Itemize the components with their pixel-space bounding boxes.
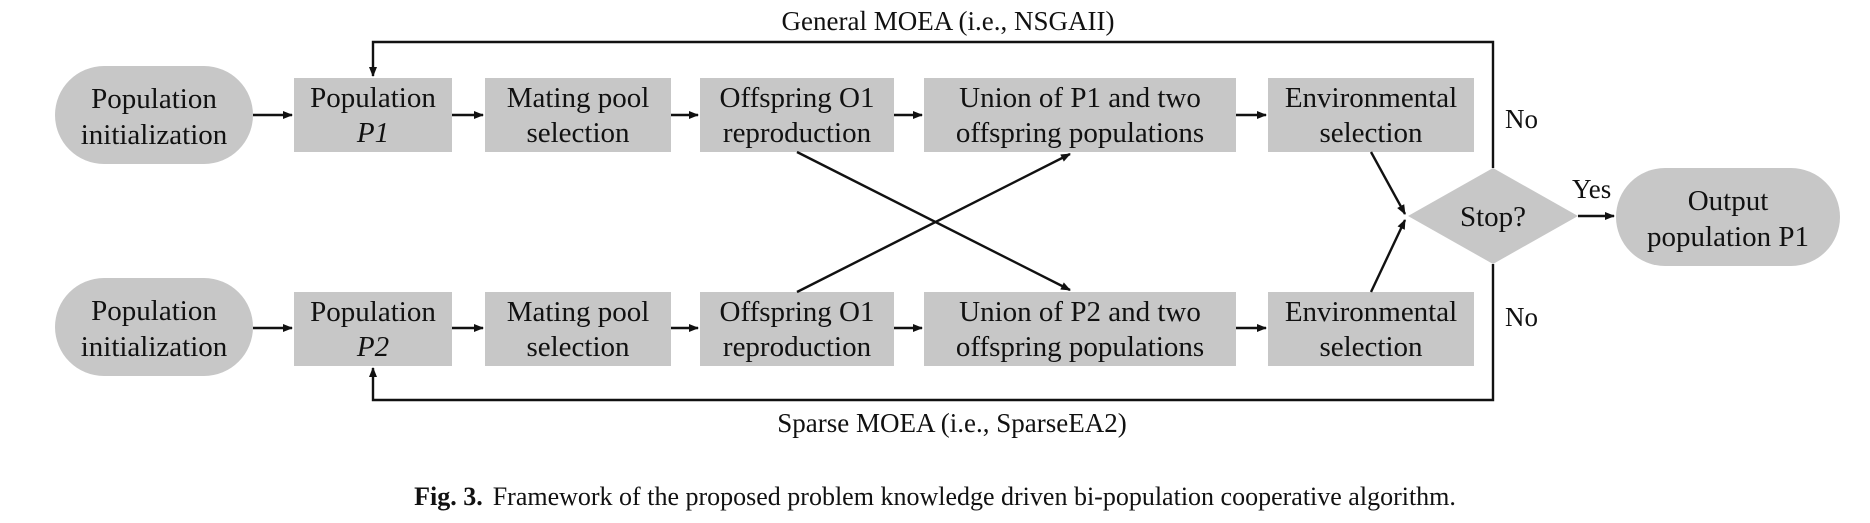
bottom-population-p2-node: Population P2 bbox=[294, 292, 452, 366]
bottom-offspring-node: Offspring O1 reproduction bbox=[700, 292, 894, 366]
yes-label: Yes bbox=[1572, 174, 1611, 204]
bottom-init-line1: Population bbox=[91, 295, 217, 327]
bottom-offspring-line2: reproduction bbox=[723, 331, 872, 363]
caption-label: Fig. 3. bbox=[414, 482, 483, 511]
top-mating-node: Mating pool selection bbox=[485, 78, 671, 152]
stop-label: Stop? bbox=[1460, 201, 1526, 233]
top-offspring-line2: reproduction bbox=[723, 117, 872, 149]
arrow-bottom-env-to-stop bbox=[1369, 219, 1407, 293]
stop-decision-node: Stop? bbox=[1408, 168, 1578, 264]
top-init-line2: initialization bbox=[81, 119, 228, 151]
figure-caption: Fig. 3. Framework of the proposed problem… bbox=[0, 482, 1870, 512]
bottom-mating-line2: selection bbox=[526, 331, 630, 363]
bottom-union-node: Union of P2 and two offspring population… bbox=[924, 292, 1236, 366]
caption-text: Framework of the proposed problem knowle… bbox=[492, 482, 1456, 511]
bottom-offspring-line1: Offspring O1 bbox=[720, 296, 875, 328]
bottom-population-line1: Population bbox=[310, 296, 436, 328]
no-top-label: No bbox=[1505, 104, 1538, 134]
top-init-node: Population initialization bbox=[55, 66, 253, 164]
top-union-line2: offspring populations bbox=[956, 117, 1204, 149]
arrow-top-loop-back bbox=[369, 40, 1495, 168]
top-mating-line1: Mating pool bbox=[507, 82, 650, 114]
top-loop-label: General MOEA (i.e., NSGAII) bbox=[782, 6, 1115, 36]
top-population-p1-node: Population P1 bbox=[294, 78, 452, 152]
top-population-line2: P1 bbox=[356, 117, 389, 149]
top-env-node: Environmental selection bbox=[1268, 78, 1474, 152]
bottom-mating-line1: Mating pool bbox=[507, 296, 650, 328]
bottom-population-line2: P2 bbox=[356, 331, 389, 363]
bottom-loop-label: Sparse MOEA (i.e., SparseEA2) bbox=[777, 408, 1126, 438]
arrow-bottom-loop-back bbox=[369, 264, 1495, 402]
top-env-line2: selection bbox=[1319, 117, 1423, 149]
no-bottom-label: No bbox=[1505, 302, 1538, 332]
top-mating-line2: selection bbox=[526, 117, 630, 149]
bottom-mating-node: Mating pool selection bbox=[485, 292, 671, 366]
top-offspring-line1: Offspring O1 bbox=[720, 82, 875, 114]
top-env-line1: Environmental bbox=[1285, 82, 1457, 114]
bottom-env-line1: Environmental bbox=[1285, 296, 1457, 328]
output-node: Output population P1 bbox=[1616, 168, 1840, 266]
top-union-node: Union of P1 and two offspring population… bbox=[924, 78, 1236, 152]
top-init-line1: Population bbox=[91, 83, 217, 115]
bottom-init-node: Population initialization bbox=[55, 278, 253, 376]
arrow-top-env-to-stop bbox=[1369, 151, 1407, 215]
arrow-bottom-offspring-to-top-union bbox=[796, 152, 1071, 294]
bottom-env-line2: selection bbox=[1319, 331, 1423, 363]
top-population-line1: Population bbox=[310, 82, 436, 114]
output-line1: Output bbox=[1688, 185, 1769, 217]
bottom-env-node: Environmental selection bbox=[1268, 292, 1474, 366]
arrow-top-offspring-to-bottom-union bbox=[796, 150, 1071, 292]
bottom-union-line2: offspring populations bbox=[956, 331, 1204, 363]
top-union-line1: Union of P1 and two bbox=[959, 82, 1201, 114]
bottom-init-line2: initialization bbox=[81, 331, 228, 363]
top-offspring-node: Offspring O1 reproduction bbox=[700, 78, 894, 152]
output-line2: population P1 bbox=[1647, 221, 1809, 253]
bottom-union-line1: Union of P2 and two bbox=[959, 296, 1201, 328]
